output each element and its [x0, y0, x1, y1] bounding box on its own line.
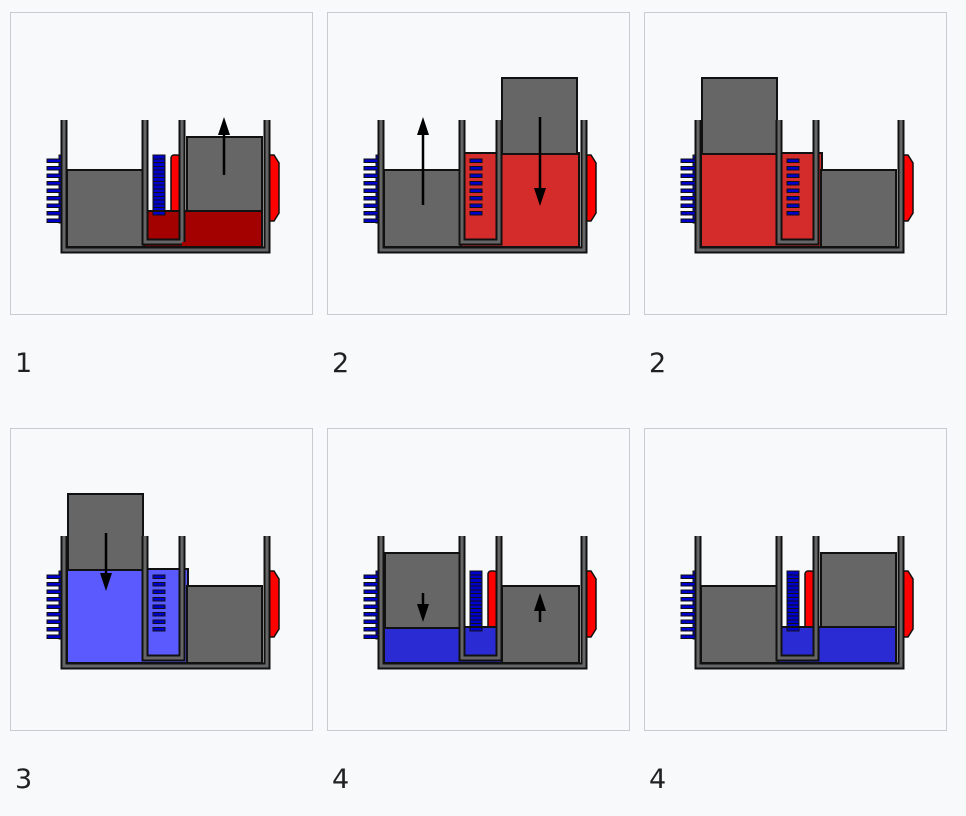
diagram-frame-2[interactable]	[327, 12, 630, 315]
displacer-piston	[66, 169, 145, 248]
power-piston	[820, 169, 897, 248]
down-arrow-icon	[417, 593, 429, 622]
stirling-diagram-6	[680, 536, 914, 670]
cold-gas	[66, 568, 189, 664]
caption-6: 4	[649, 764, 667, 795]
diagram-frame-1[interactable]	[10, 12, 313, 315]
down-arrow-icon	[534, 117, 546, 206]
caption-4: 3	[15, 764, 33, 795]
displacer-piston	[701, 77, 778, 155]
hot-gas	[700, 152, 823, 248]
caption-1: 1	[15, 348, 33, 379]
stirling-diagram-2	[363, 77, 597, 254]
down-arrow-icon	[100, 533, 112, 591]
diagram-frame-4[interactable]	[10, 428, 313, 731]
displacer-piston	[67, 493, 144, 571]
displacer-piston	[700, 585, 779, 664]
up-arrow-icon	[417, 117, 429, 205]
caption-3: 2	[332, 348, 350, 379]
stirling-diagram-5	[363, 536, 597, 670]
power-piston	[186, 585, 263, 664]
stirling-diagram-3	[680, 77, 914, 254]
diagram-frame-3[interactable]	[644, 12, 947, 315]
up-arrow-icon	[218, 117, 230, 175]
caption-5: 4	[332, 764, 350, 795]
stirling-diagram-1	[46, 117, 280, 254]
caption-2: 2	[649, 348, 667, 379]
stirling-diagram-4	[46, 493, 280, 670]
up-arrow-icon	[534, 593, 546, 622]
power-piston	[820, 552, 897, 628]
diagram-frame-6[interactable]	[644, 428, 947, 731]
diagram-frame-5[interactable]	[327, 428, 630, 731]
